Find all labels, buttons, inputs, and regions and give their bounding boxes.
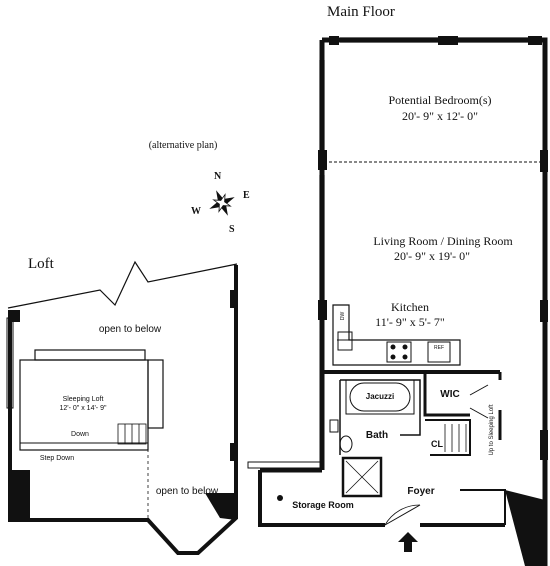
dishwasher-label: DW	[340, 312, 346, 321]
down-label: Down	[71, 431, 89, 438]
up-to-loft-label: Up to Sleeping Loft	[489, 404, 495, 455]
compass-south: S	[229, 224, 235, 235]
potential-bedroom-label: Potential Bedroom(s)	[389, 93, 492, 107]
step-down-label: Step Down	[40, 455, 74, 462]
compass-rose-icon: N E S W	[191, 171, 250, 235]
loft-title: Loft	[28, 256, 55, 272]
storage-room-label: Storage Room	[292, 500, 354, 510]
open-to-below-top-label: open to below	[99, 324, 162, 335]
wic-label: WIC	[440, 389, 459, 400]
foyer-label: Foyer	[407, 486, 434, 497]
compass-north: N	[214, 171, 222, 182]
potential-bedroom-dims: 20'- 9" x 12'- 0"	[402, 109, 478, 123]
jacuzzi-label: Jacuzzi	[366, 392, 394, 401]
open-to-below-bottom-label: open to below	[156, 486, 219, 497]
refrigerator-label: REF	[434, 345, 444, 351]
compass-east: E	[243, 190, 250, 201]
alternative-plan-label: (alternative plan)	[149, 140, 218, 151]
kitchen-label: Kitchen	[391, 300, 429, 314]
bath-label: Bath	[366, 430, 388, 441]
sleeping-loft-dims: 12'- 0" x 14'- 9"	[60, 405, 107, 412]
main-floor-plan: Main Floor Potential Bedroom(s) 20'- 9" …	[247, 4, 548, 566]
kitchen-dims: 11'- 9" x 5'- 7"	[375, 315, 445, 329]
living-dining-label: Living Room / Dining Room	[373, 234, 513, 248]
sleeping-loft-label: Sleeping Loft	[63, 396, 104, 403]
loft-plan: Loft open to below Sleeping Loft 12'- 0"…	[6, 256, 238, 555]
living-dining-dims: 20'- 9" x 19'- 0"	[394, 249, 470, 263]
closet-label: CL	[431, 439, 443, 449]
entry-arrow-icon	[398, 532, 418, 552]
top-windows	[340, 37, 528, 43]
compass-west: W	[191, 206, 201, 217]
main-floor-title: Main Floor	[327, 4, 395, 20]
